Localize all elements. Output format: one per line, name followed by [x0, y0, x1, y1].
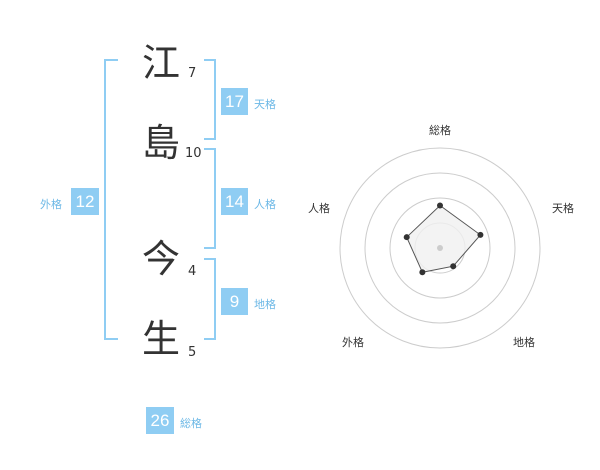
stroke-count-3: 4 — [188, 264, 197, 279]
tenkaku-label: 天格 — [254, 98, 276, 111]
jinkaku-label: 人格 — [254, 198, 276, 211]
chikaku-label: 地格 — [254, 298, 276, 311]
radar-point-5 — [403, 234, 410, 241]
gaikaku-bracket — [104, 59, 118, 340]
name-char-2: 島 — [142, 121, 181, 165]
axis-label-soukaku: 総格 — [429, 123, 451, 137]
radar-ring — [389, 197, 491, 299]
axis-label-jinkaku: 人格 — [308, 201, 330, 215]
soukaku-value: 26 — [146, 407, 174, 434]
stroke-count-2: 10 — [185, 146, 202, 161]
gaikaku-label: 外格 — [40, 198, 62, 211]
jinkaku-bracket — [204, 148, 216, 249]
chikaku-bracket — [204, 258, 216, 340]
chikaku-value: 9 — [221, 288, 248, 315]
tenkaku-value: 17 — [221, 88, 248, 115]
name-char-3: 今 — [142, 237, 181, 281]
jinkaku-value: 14 — [221, 188, 248, 215]
radar-ring — [339, 147, 541, 349]
name-char-4: 生 — [142, 317, 181, 361]
tenkaku-bracket — [204, 59, 216, 140]
stroke-count-4: 5 — [188, 345, 197, 360]
axis-label-tenkaku: 天格 — [552, 201, 574, 215]
axis-label-gaikaku: 外格 — [342, 335, 364, 349]
axis-label-chikaku: 地格 — [513, 335, 535, 349]
radar-point-1 — [437, 202, 443, 209]
radar-ring — [364, 172, 516, 324]
soukaku-label: 総格 — [180, 417, 202, 430]
name-char-1: 江 — [142, 41, 181, 85]
radar-point-4 — [419, 269, 426, 276]
radar-point-2 — [477, 231, 484, 238]
radar-area — [406, 204, 482, 273]
radar-center — [437, 245, 443, 251]
radar-point-3 — [450, 263, 457, 270]
stroke-count-1: 7 — [188, 66, 197, 81]
gaikaku-value: 12 — [71, 188, 99, 215]
